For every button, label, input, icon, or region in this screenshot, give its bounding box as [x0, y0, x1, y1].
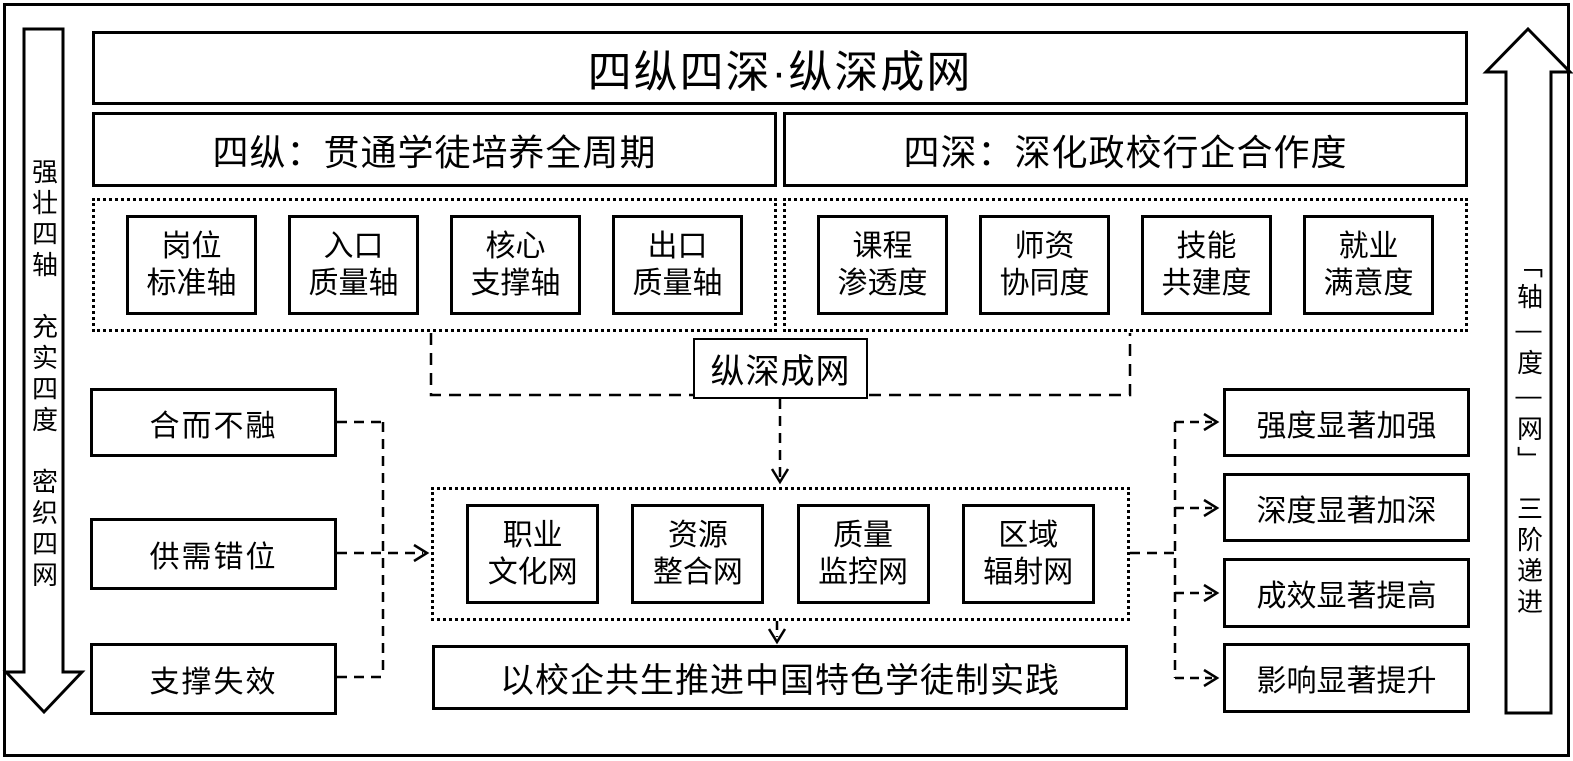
degree-box-curriculum: 课程 渗透度 [817, 215, 948, 315]
four-depths-header-text: 四深：深化政校行企合作度 [903, 131, 1348, 173]
degree-box-faculty: 师资 协同度 [979, 215, 1110, 315]
network-line2: 整合网 [652, 556, 743, 589]
axis-box-entry-quality: 入口 质量轴 [288, 215, 419, 315]
network-box-culture: 职业 文化网 [466, 504, 600, 604]
degree-line1: 课程 [852, 229, 913, 263]
network-line1: 区域 [998, 518, 1059, 552]
network-line2: 监控网 [818, 556, 909, 589]
axis-line2: 质量轴 [632, 267, 723, 300]
network-line1: 职业 [502, 518, 563, 552]
axis-line1: 核心 [485, 229, 546, 263]
outcome-text: 深度显著加深 [1256, 494, 1437, 528]
practice-statement-box: 以校企共生推进中国特色学徒制实践 [432, 645, 1128, 710]
network-box-quality: 质量 监控网 [796, 504, 930, 604]
degree-line1: 技能 [1176, 229, 1237, 263]
outcome-box-1: 强度显著加强 [1223, 388, 1470, 457]
axis-line2: 标准轴 [146, 267, 237, 300]
network-box-region: 区域 辐射网 [961, 504, 1095, 604]
outcome-box-2: 深度显著加深 [1223, 473, 1470, 542]
four-verticals-header-text: 四纵：贯通学徒培养全周期 [212, 131, 657, 173]
practice-statement-text: 以校企共生推进中国特色学徒制实践 [500, 662, 1060, 700]
problem-box-3: 支撑失效 [90, 643, 337, 715]
four-depths-group: 课程 渗透度 师资 协同度 技能 共建度 就业 满意度 [783, 198, 1468, 332]
network-line2: 辐射网 [983, 556, 1074, 589]
problem-text: 供需错位 [149, 541, 278, 574]
axis-box-core-support: 核心 支撑轴 [450, 215, 581, 315]
network-line1: 质量 [833, 518, 894, 552]
four-depths-header: 四深：深化政校行企合作度 [783, 112, 1468, 187]
right-banner-text: 「轴—度—网」 三阶递进 [1513, 251, 1544, 619]
network-line1: 资源 [667, 518, 728, 552]
axis-box-exit-quality: 出口 质量轴 [612, 215, 743, 315]
left-banner-text: 强壮四轴 充实四度 密织四网 [28, 158, 59, 592]
problem-box-1: 合而不融 [90, 388, 337, 457]
four-verticals-group: 岗位 标准轴 入口 质量轴 核心 支撑轴 出口 质量轴 [92, 198, 777, 332]
degree-line2: 渗透度 [837, 267, 928, 300]
mesh-label-text: 纵深成网 [710, 353, 851, 391]
degree-box-employment: 就业 满意度 [1303, 215, 1434, 315]
outcome-box-4: 影响显著提升 [1223, 643, 1470, 713]
outcome-box-3: 成效显著提高 [1223, 558, 1470, 628]
problem-text: 支撑失效 [149, 666, 278, 699]
axis-line2: 质量轴 [308, 267, 399, 300]
diagram-title-text: 四纵四深·纵深成网 [587, 48, 973, 97]
network-line2: 文化网 [487, 556, 578, 589]
axis-box-post-standard: 岗位 标准轴 [126, 215, 257, 315]
four-verticals-header: 四纵：贯通学徒培养全周期 [92, 112, 777, 187]
network-box-resources: 资源 整合网 [631, 504, 765, 604]
degree-line2: 共建度 [1161, 267, 1252, 300]
mesh-label-box: 纵深成网 [693, 338, 868, 399]
right-banner: 「轴—度—网」 三阶递进 [1502, 170, 1556, 700]
axis-line2: 支撑轴 [470, 267, 561, 300]
left-banner: 强壮四轴 充实四度 密织四网 [17, 95, 71, 655]
degree-line2: 满意度 [1323, 267, 1414, 300]
axis-line1: 入口 [323, 229, 384, 263]
diagram-title: 四纵四深·纵深成网 [92, 31, 1468, 105]
problem-text: 合而不融 [149, 409, 278, 443]
degree-line1: 就业 [1338, 229, 1399, 263]
degree-line1: 师资 [1014, 229, 1075, 263]
axis-line1: 岗位 [161, 229, 222, 263]
degree-box-skills: 技能 共建度 [1141, 215, 1272, 315]
degree-line2: 协同度 [999, 267, 1090, 300]
problem-box-2: 供需错位 [90, 518, 337, 590]
outcome-text: 影响显著提升 [1256, 665, 1437, 698]
networks-group: 职业 文化网 资源 整合网 质量 监控网 区域 辐射网 [431, 487, 1130, 621]
axis-line1: 出口 [647, 229, 708, 263]
outcome-text: 成效显著提高 [1256, 580, 1437, 613]
outcome-text: 强度显著加强 [1256, 409, 1437, 443]
